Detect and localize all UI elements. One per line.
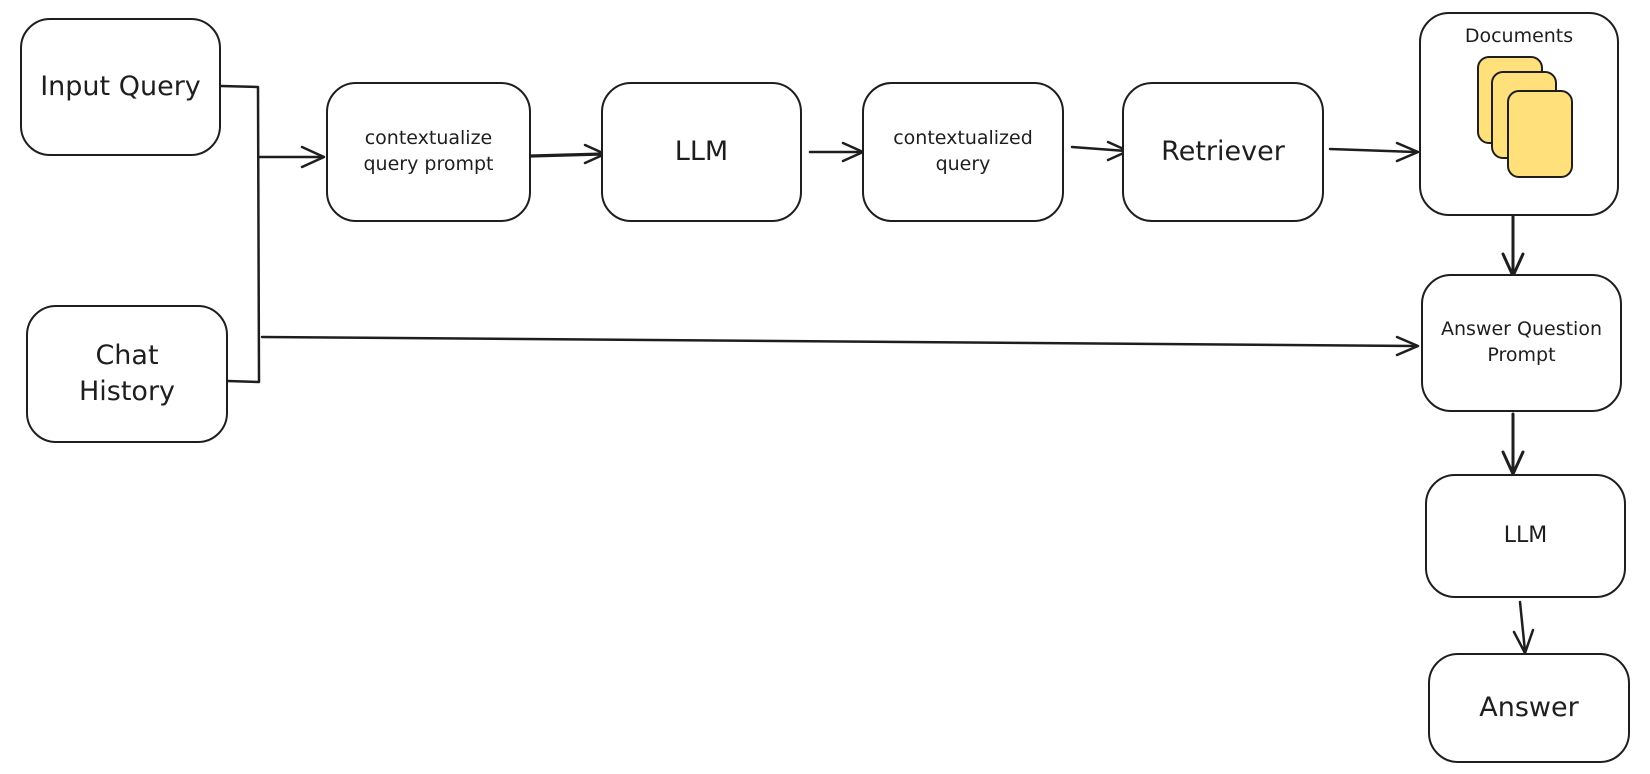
node-llm-1: LLM [601, 82, 802, 222]
arrowhead-contextualize-prompt [300, 145, 326, 169]
node-contextualize-query-prompt: contextualize query prompt [326, 82, 531, 222]
edge-llm-to-answer [1518, 600, 1527, 653]
edge-chat-history-to-answer-prompt [260, 335, 1418, 348]
documents-title: Documents [1464, 25, 1574, 47]
edge-contextualized-query-to-retriever [1070, 145, 1128, 153]
edge-contextualize-prompt-to-llm [529, 152, 605, 158]
node-retriever: Retriever [1122, 82, 1324, 222]
document-card-icon [1507, 90, 1573, 178]
node-chat-history: Chat History [26, 305, 228, 443]
node-answer-question-prompt: Answer Question Prompt [1421, 274, 1622, 412]
arrowhead-documents [1395, 141, 1420, 163]
node-contextualized-query: contextualized query [862, 82, 1064, 222]
node-llm-2: LLM [1425, 474, 1626, 598]
node-documents: Documents [1419, 12, 1619, 216]
arrowhead-answer-prompt-left [1395, 335, 1420, 357]
node-answer: Answer [1428, 653, 1630, 763]
edge-retriever-to-documents [1328, 147, 1418, 154]
edge-input-query-bracket [219, 84, 261, 384]
node-input-query: Input Query [20, 18, 221, 156]
